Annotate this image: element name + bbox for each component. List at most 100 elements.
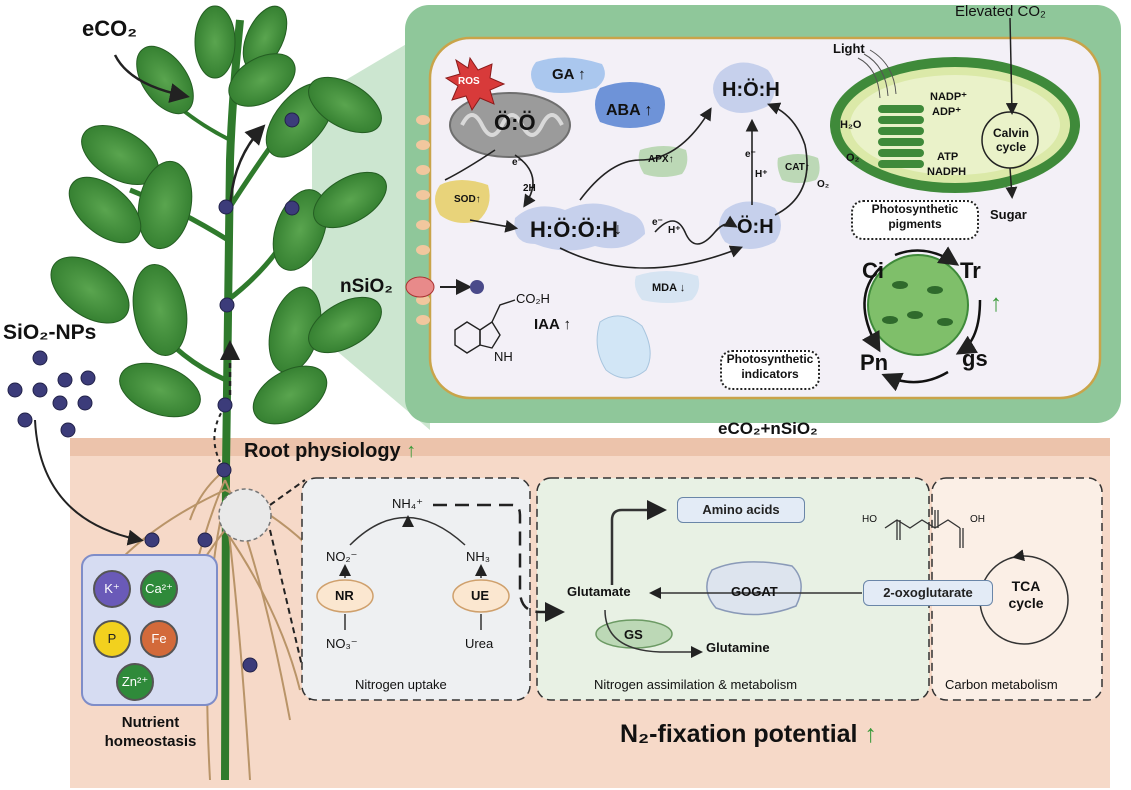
no3-label: NO₃⁻ bbox=[326, 636, 358, 651]
membrane-channel bbox=[405, 115, 435, 325]
iaa-text: IAA bbox=[534, 316, 560, 333]
root-physiology-label: Root physiology ↑ bbox=[244, 441, 416, 461]
sod-text: SOD bbox=[454, 194, 476, 205]
electron-label-1: e⁻ bbox=[512, 157, 523, 168]
o2-out-label: O₂ bbox=[817, 179, 830, 190]
assimilation-title: Nitrogen assimilation & metabolism bbox=[594, 677, 798, 692]
water-cloud bbox=[713, 62, 775, 113]
nanoparticle bbox=[470, 280, 484, 294]
tca-cycle-label: TCA cycle bbox=[1008, 578, 1044, 611]
up-arrow-icon: ↑ bbox=[668, 154, 674, 165]
atp-label: ATP bbox=[937, 151, 959, 163]
ga-shape bbox=[531, 57, 605, 93]
ga-label: GA ↑ bbox=[552, 67, 586, 82]
gogat-label: GOGAT bbox=[731, 584, 778, 599]
up-arrow-icon: ↑ bbox=[857, 720, 877, 748]
nh4-label: NH₄⁺ bbox=[392, 496, 423, 511]
iron-ion: Fe bbox=[140, 620, 178, 658]
calvin-cycle-label: Calvin cycle bbox=[992, 126, 1029, 154]
oh-cloud bbox=[719, 201, 781, 249]
electron-label-3: e⁻ bbox=[745, 149, 756, 160]
up-arrow-icon: ↑ bbox=[804, 162, 810, 173]
glutamate-label: Glutamate bbox=[567, 584, 631, 599]
apx-text: APX bbox=[648, 154, 669, 165]
nitrogen-uptake-panel bbox=[301, 477, 531, 701]
nitrogen-uptake-title: Nitrogen uptake bbox=[355, 677, 447, 692]
up-arrow-icon: ↑ bbox=[475, 194, 481, 205]
ros-burst bbox=[444, 56, 506, 112]
pn-label: Pn bbox=[860, 350, 889, 375]
up-arrow-icon: ↑ bbox=[990, 290, 1002, 317]
plant bbox=[34, 5, 387, 781]
apx-shape bbox=[638, 146, 688, 177]
oxoglutarate-box: 2-oxoglutarate bbox=[863, 580, 993, 606]
urea-label: Urea bbox=[465, 636, 494, 651]
nh-label: NH bbox=[494, 349, 513, 364]
h2o2-cloud bbox=[514, 203, 645, 251]
mda-text: MDA bbox=[652, 282, 677, 294]
mitochondrion bbox=[449, 92, 571, 158]
cat-shape bbox=[777, 154, 820, 183]
eco2-label: eCO₂ bbox=[82, 16, 138, 41]
sod-label: SOD↑ bbox=[454, 195, 481, 205]
potassium-ion: K⁺ bbox=[93, 570, 131, 608]
ga-text: GA bbox=[552, 66, 574, 83]
n2-fixation-text: N₂-fixation potential bbox=[620, 720, 858, 748]
up-arrow-icon: ↑ bbox=[640, 102, 653, 119]
gogat-enzyme bbox=[706, 561, 802, 616]
soil-surface bbox=[70, 438, 1110, 456]
h2o-label: H₂O bbox=[840, 119, 862, 131]
h2o2-molecule: H:Ö:Ö:H bbox=[530, 217, 618, 242]
eco2-nsio2-label: eCO₂+nSiO₂ bbox=[718, 419, 818, 438]
gs-enzyme-label: GS bbox=[624, 627, 643, 642]
electron-label-2: e⁻ bbox=[652, 217, 663, 228]
water-molecule: H:Ö:H bbox=[722, 79, 780, 101]
sio2-nps-label: SiO₂-NPs bbox=[3, 321, 97, 344]
amino-acids-box: Amino acids bbox=[677, 497, 805, 523]
mda-label: MDA ↓ bbox=[652, 283, 685, 294]
co2h-label: CO₂H bbox=[516, 291, 550, 306]
ue-label: UE bbox=[471, 588, 490, 603]
n2-fixation-label: N₂-fixation potential ↑ bbox=[620, 722, 877, 747]
nr-label: NR bbox=[335, 588, 354, 603]
oh-molecule: Ö:H bbox=[737, 216, 774, 238]
down-arrow-icon: ↓ bbox=[614, 221, 622, 238]
glutamine-label: Glutamine bbox=[706, 640, 770, 655]
vesicle bbox=[596, 315, 651, 379]
ue-enzyme bbox=[452, 579, 510, 613]
ros-label: ROS bbox=[458, 76, 480, 87]
iaa-label: IAA ↑ bbox=[534, 317, 571, 332]
apx-label: APX↑ bbox=[648, 155, 674, 165]
root-physiology-text: Root physiology bbox=[244, 440, 401, 462]
o2-molecule: Ö:Ö bbox=[494, 110, 536, 135]
proton-label-2: H⁺ bbox=[755, 169, 768, 180]
no2-label: NO₂⁻ bbox=[326, 549, 358, 564]
up-arrow-icon: ↑ bbox=[559, 316, 571, 333]
light-label: Light bbox=[833, 41, 865, 56]
cat-text: CAT bbox=[785, 162, 805, 173]
zinc-ion: Zn²⁺ bbox=[116, 663, 154, 701]
photosynthetic-pigments-box: Photosynthetic pigments bbox=[851, 200, 979, 240]
aba-label: ABA ↑ bbox=[606, 103, 653, 119]
up-arrow-icon: ↑ bbox=[400, 440, 417, 462]
sugar-label: Sugar bbox=[990, 207, 1027, 222]
two-h-label: 2H bbox=[523, 183, 536, 194]
nsio2-label: nSiO₂ bbox=[340, 276, 393, 297]
indicators-text: Photosynthetic indicators bbox=[726, 352, 814, 381]
adp-label: ADP⁺ bbox=[932, 106, 962, 118]
stomata-tissue bbox=[867, 254, 969, 356]
pigments-text: Photosynthetic pigments bbox=[871, 202, 959, 231]
calcium-ion: Ca²⁺ bbox=[140, 570, 178, 608]
nr-enzyme bbox=[316, 579, 374, 613]
o2-label: O₂ bbox=[846, 152, 860, 164]
nadph-label: NADPH bbox=[927, 166, 967, 178]
ci-label: Ci bbox=[862, 258, 884, 283]
sod-shape bbox=[435, 180, 490, 223]
mda-shape bbox=[634, 271, 700, 303]
oxoglutarate-structure bbox=[884, 510, 964, 548]
up-arrow-icon: ↑ bbox=[573, 66, 586, 83]
gs-label: gs bbox=[962, 346, 988, 371]
nadp-label: NADP⁺ bbox=[930, 91, 967, 103]
photosynthetic-indicators-box: Photosynthetic indicators bbox=[720, 350, 820, 390]
